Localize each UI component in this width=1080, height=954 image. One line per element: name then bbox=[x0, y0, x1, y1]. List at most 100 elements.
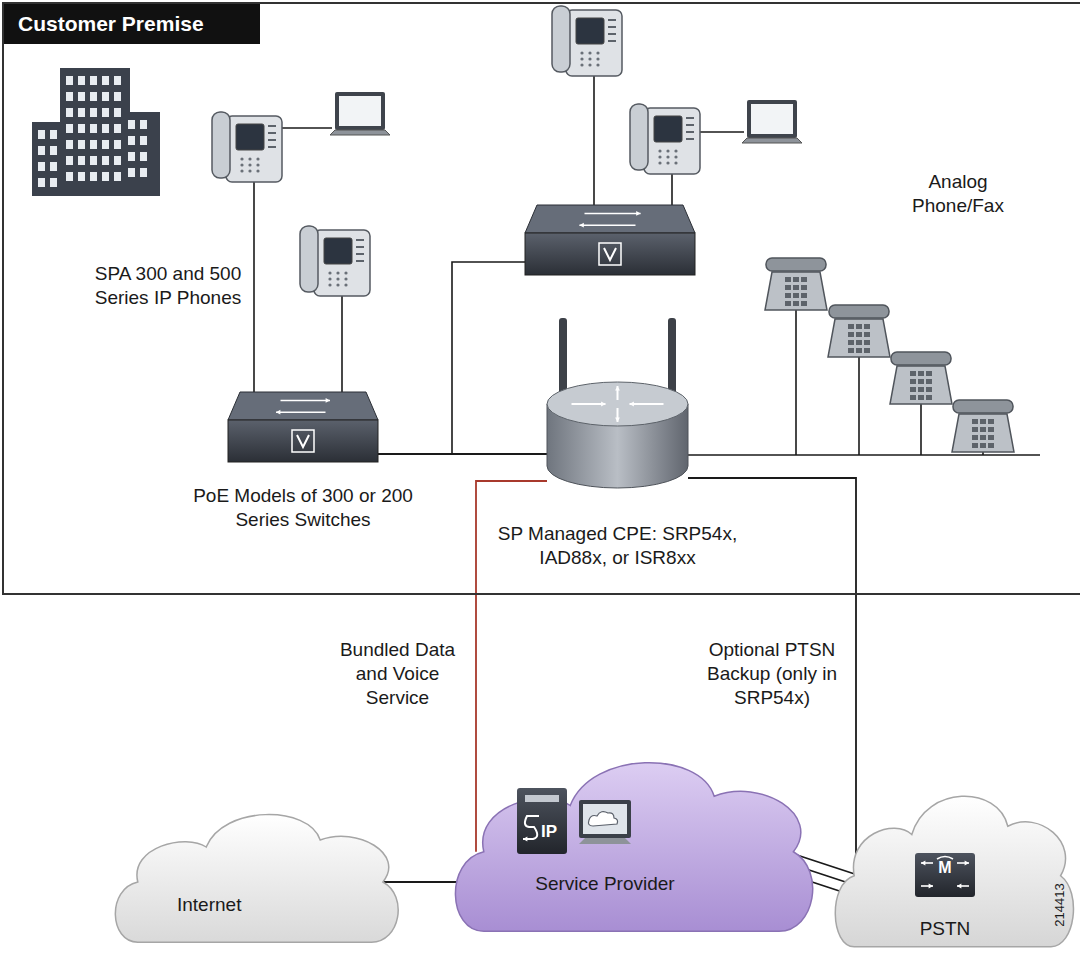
analog-phone bbox=[856, 324, 862, 329]
device-label: PoE Models of 300 or 200 Series Switches bbox=[188, 484, 418, 532]
building bbox=[60, 68, 130, 196]
analog-phone bbox=[856, 348, 862, 353]
building bbox=[66, 76, 73, 85]
ip-phone bbox=[588, 51, 591, 54]
arrow-head bbox=[630, 402, 634, 407]
sip-server bbox=[517, 788, 567, 854]
arrow-head bbox=[615, 386, 620, 390]
arrow-shaft bbox=[276, 411, 326, 413]
ip-phone bbox=[212, 112, 282, 182]
pstn-cloud: PSTN bbox=[835, 785, 1075, 950]
ip-phone bbox=[300, 226, 370, 296]
building bbox=[50, 130, 57, 139]
ip-phone bbox=[596, 51, 599, 54]
analog-phone bbox=[848, 332, 854, 337]
analog-phone bbox=[890, 366, 952, 404]
pstn-switch bbox=[915, 853, 975, 897]
analog-phone bbox=[765, 272, 827, 310]
building bbox=[114, 140, 121, 149]
arrow-shaft bbox=[630, 403, 664, 405]
ip-phone bbox=[674, 149, 677, 152]
building bbox=[114, 92, 121, 101]
ip-phone bbox=[256, 157, 259, 160]
analog-phone bbox=[953, 400, 1013, 413]
ip-phone bbox=[686, 138, 694, 140]
building bbox=[38, 178, 45, 187]
cloud-label: PSTN bbox=[920, 917, 971, 941]
ip-phone bbox=[552, 6, 570, 72]
cloud-monitor bbox=[579, 838, 631, 844]
ip-phone bbox=[256, 163, 259, 166]
analog-phone bbox=[972, 419, 978, 424]
analog-phone bbox=[980, 435, 986, 440]
analog-phone bbox=[972, 427, 978, 432]
building bbox=[140, 136, 147, 145]
ip-phone bbox=[576, 18, 604, 44]
laptop bbox=[742, 138, 802, 143]
building bbox=[50, 178, 57, 187]
laptop bbox=[751, 104, 793, 134]
ip-phone bbox=[566, 10, 622, 76]
arrow-head bbox=[326, 398, 330, 403]
ip-phone bbox=[666, 161, 669, 164]
analog-phone bbox=[801, 277, 807, 282]
arrow-head bbox=[929, 884, 933, 889]
ip-phone bbox=[240, 163, 243, 166]
laptop bbox=[330, 130, 390, 135]
ip-phone bbox=[654, 116, 682, 142]
ip-phone bbox=[328, 283, 331, 286]
analog-phone bbox=[918, 379, 924, 384]
ip-phone bbox=[674, 155, 677, 158]
cloud-outline bbox=[835, 796, 1073, 946]
pstn-switch bbox=[937, 857, 953, 860]
ip-phone bbox=[630, 104, 648, 170]
switch-top bbox=[228, 392, 378, 420]
analog-phone bbox=[918, 387, 924, 392]
laptop bbox=[330, 92, 390, 135]
arrow-head bbox=[615, 418, 620, 422]
cloud-shape bbox=[455, 750, 815, 935]
ip-phone bbox=[344, 271, 347, 274]
analog-phone bbox=[856, 332, 862, 337]
arrow-head bbox=[276, 410, 280, 415]
ip-phone bbox=[248, 163, 251, 166]
wire bbox=[671, 174, 673, 207]
sip-server bbox=[525, 795, 559, 802]
ip-phone bbox=[580, 57, 583, 60]
analog-phone bbox=[848, 348, 854, 353]
ip-phone bbox=[268, 139, 276, 141]
analog-phone bbox=[801, 293, 807, 298]
analog-phone bbox=[980, 419, 986, 424]
analog-phone bbox=[829, 305, 889, 318]
ip-phone bbox=[268, 125, 276, 127]
ip-phone bbox=[356, 239, 364, 241]
ip-phone bbox=[236, 124, 264, 150]
ip-phone bbox=[324, 238, 352, 264]
analog-phone bbox=[848, 340, 854, 345]
ip-phone bbox=[328, 271, 331, 274]
analog-phone bbox=[980, 427, 986, 432]
building bbox=[90, 172, 97, 181]
cloud-label: Internet bbox=[177, 893, 241, 917]
analog-phone bbox=[972, 435, 978, 440]
analog-phone bbox=[793, 301, 799, 306]
ip-phone bbox=[608, 33, 616, 35]
premise-illustration bbox=[32, 6, 1040, 455]
analog-phone bbox=[910, 395, 916, 400]
building bbox=[102, 124, 109, 133]
building bbox=[90, 140, 97, 149]
analog-phone bbox=[864, 348, 870, 353]
cloud-outline bbox=[455, 763, 812, 932]
ip-phone bbox=[356, 246, 364, 248]
ip-phone bbox=[240, 169, 243, 172]
laptop bbox=[747, 100, 797, 138]
building bbox=[78, 92, 85, 101]
analog-phone bbox=[988, 435, 994, 440]
analog-phone bbox=[848, 324, 854, 329]
arrow-shaft bbox=[585, 213, 641, 215]
ip-phone bbox=[226, 116, 282, 182]
switch-logo bbox=[292, 430, 314, 452]
building bbox=[128, 120, 135, 129]
building bbox=[90, 76, 97, 85]
analog-phone bbox=[926, 371, 932, 376]
